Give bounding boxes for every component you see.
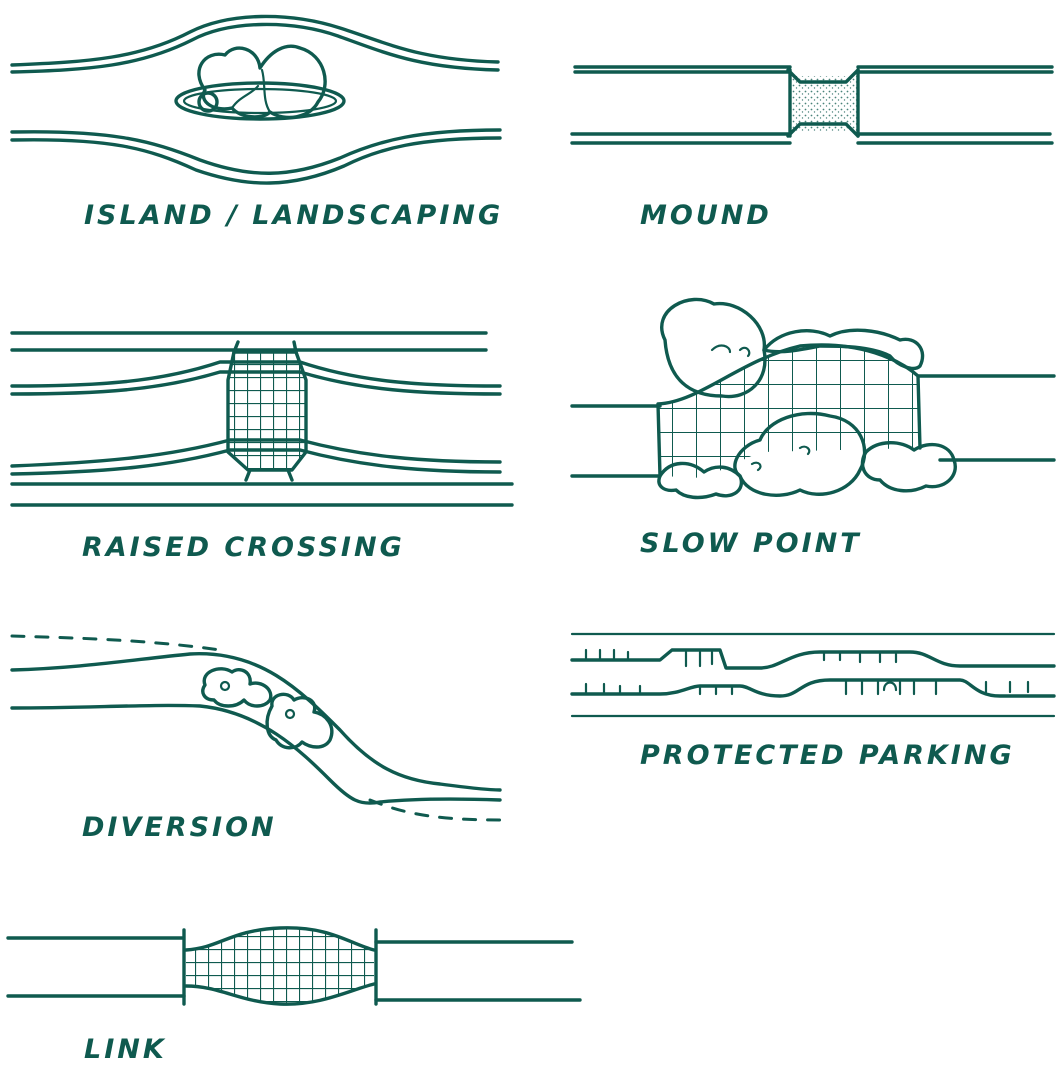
protected-parking-label: PROTECTED PARKING [640, 740, 1015, 771]
slow-point-sketch: SLOW POINT [572, 299, 1054, 559]
link-sketch: LINK [8, 928, 580, 1065]
diversion-label: DIVERSION [82, 812, 277, 843]
mound-label: MOUND [640, 200, 772, 231]
link-label: LINK [84, 1034, 167, 1065]
diversion-sketch: DIVERSION [12, 636, 500, 843]
island-landscaping-sketch: ISLAND / LANDSCAPING [12, 16, 503, 231]
island-landscaping-label: ISLAND / LANDSCAPING [84, 200, 503, 231]
slow-point-label: SLOW POINT [640, 528, 862, 559]
protected-parking-sketch: PROTECTED PARKING [572, 634, 1054, 771]
raised-crossing-sketch: RAISED CROSSING [12, 333, 512, 563]
raised-crossing-label: RAISED CROSSING [82, 532, 405, 563]
mound-sketch: MOUND [572, 67, 1052, 231]
